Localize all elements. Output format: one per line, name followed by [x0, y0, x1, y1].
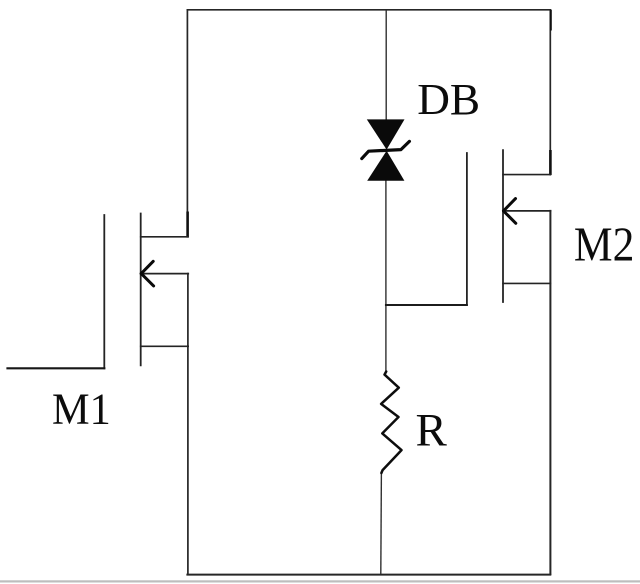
svg-text:M1: M1	[52, 386, 111, 434]
svg-text:M2: M2	[574, 218, 634, 272]
svg-text:R: R	[416, 404, 448, 456]
svg-text:DB: DB	[417, 75, 480, 124]
